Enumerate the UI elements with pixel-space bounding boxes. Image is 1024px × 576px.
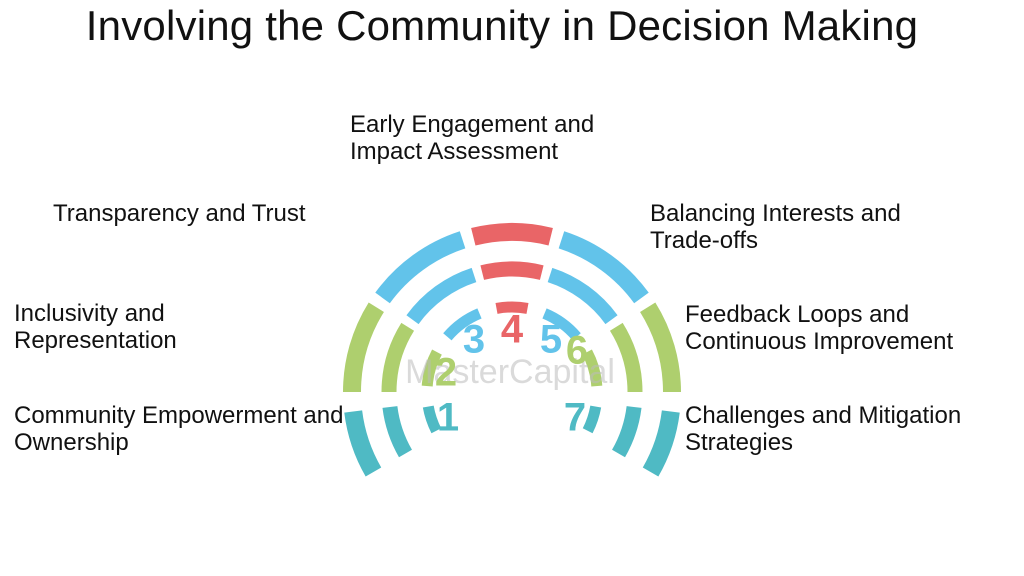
diagram-title: Involving the Community in Decision Maki… <box>85 2 919 49</box>
arc-segment-7-ring-1 <box>642 410 680 477</box>
arc-segment-4-ring-1 <box>471 223 553 246</box>
segment-label-7: Challenges and Mitigation Strategies <box>685 402 962 456</box>
arc-segments <box>343 223 681 477</box>
segment-number-4: 4 <box>501 308 524 352</box>
arc-segment-6-ring-2 <box>609 322 643 393</box>
segment-label-1: Community Empowerment and Ownership <box>14 402 344 456</box>
arc-segment-2-ring-3 <box>421 349 442 387</box>
arc-segment-2-ring-2 <box>381 322 415 393</box>
arc-segment-5-ring-3 <box>542 308 581 341</box>
watermark-text: MasterCapital <box>405 353 615 391</box>
segment-label-4: Early Engagement and Impact Assessment <box>350 111 595 165</box>
arc-segment-6-ring-1 <box>639 302 681 393</box>
segment-number-3: 3 <box>463 318 485 362</box>
arc-segment-7-ring-2 <box>611 405 642 458</box>
arc-segment-5-ring-1 <box>558 231 649 304</box>
arc-segment-1-ring-1 <box>344 410 382 477</box>
segment-number-7: 7 <box>564 396 586 440</box>
arc-segment-7-ring-3 <box>582 405 602 434</box>
arc-segment-6-ring-3 <box>582 349 603 387</box>
segment-label-2: Inclusivity and Representation <box>14 300 177 354</box>
arc-segment-3-ring-3 <box>443 308 482 341</box>
arc-segment-1-ring-3 <box>422 405 442 434</box>
segment-number-6: 6 <box>566 329 588 373</box>
arc-segment-1-ring-2 <box>382 405 413 458</box>
segment-number-1: 1 <box>437 396 459 440</box>
segment-label-6: Feedback Loops and Continuous Improvemen… <box>685 301 954 355</box>
arc-segment-5-ring-2 <box>547 267 618 325</box>
segment-label-5: Balancing Interests and Trade-offs <box>650 200 901 254</box>
arc-segment-2-ring-1 <box>343 302 385 393</box>
arc-segment-4-ring-3 <box>495 301 529 314</box>
segment-numbers: 1 2 3 4 5 6 7 <box>435 308 588 440</box>
arc-segment-3-ring-2 <box>406 267 477 325</box>
segment-label-3: Transparency and Trust <box>53 200 306 227</box>
arc-segment-3-ring-1 <box>375 231 466 304</box>
segment-number-5: 5 <box>540 318 562 362</box>
segment-number-2: 2 <box>435 351 457 395</box>
arc-segment-4-ring-2 <box>480 261 544 280</box>
